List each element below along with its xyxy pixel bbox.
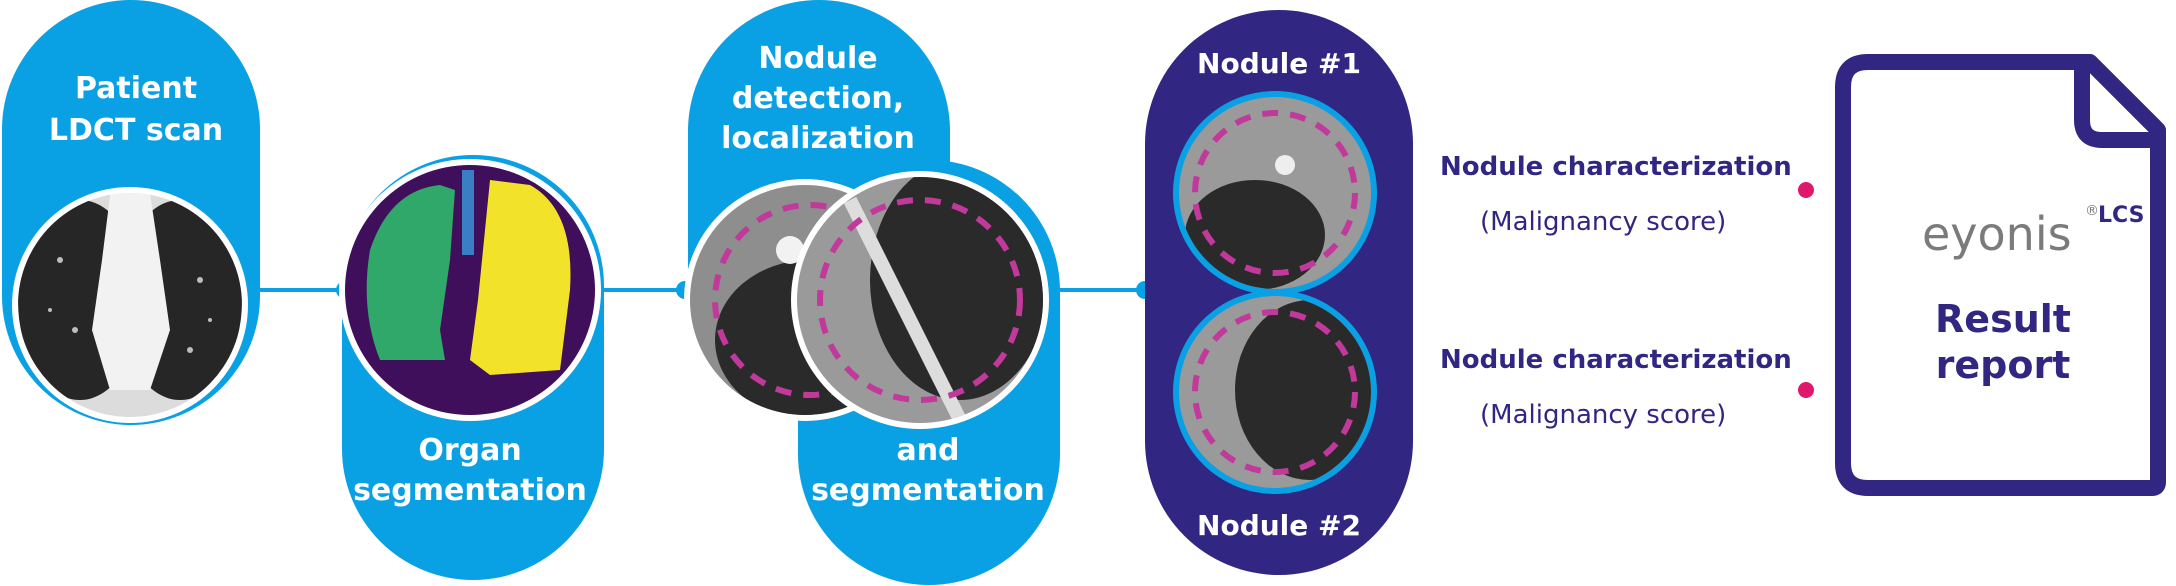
characterization-subtitle: (Malignancy score) <box>1480 400 1726 430</box>
nodule-1-label: Nodule #1 <box>1197 47 1361 80</box>
detection-label-line1: Nodule <box>758 41 877 76</box>
organ-label-line1: Organ <box>418 433 521 468</box>
step-patient-scan: Patient LDCT scan <box>2 0 260 425</box>
document-fold <box>2074 70 2150 148</box>
characterization-subtitle: (Malignancy score) <box>1480 207 1726 237</box>
detection-label-line3: localization <box>721 121 915 156</box>
nodule-1-image <box>1179 97 1371 289</box>
ct-scan-image <box>18 193 242 417</box>
step-nodule-detection: Nodule detection, localization and segme… <box>684 0 1060 585</box>
registered-mark: ® <box>2085 203 2099 219</box>
report-title-line2: report <box>1936 343 2071 387</box>
patient-label-line1: Patient <box>75 71 197 106</box>
detection-label-line2: detection, <box>732 81 904 116</box>
characterization-2: Nodule characterization (Malignancy scor… <box>1440 345 1814 430</box>
nodule-2-label: Nodule #2 <box>1197 509 1361 542</box>
organ-label-line2: segmentation <box>353 473 587 508</box>
characterization-dot <box>1798 182 1814 198</box>
document-icon <box>1835 54 2166 496</box>
result-report-document: eyonis ® LCS Result report <box>1835 54 2166 496</box>
detection-label-line4: and <box>896 433 959 468</box>
patient-label-line2: LDCT scan <box>49 113 223 148</box>
nodule-2-image <box>1179 296 1371 488</box>
segmentation-image <box>345 165 595 415</box>
characterization-dot <box>1798 382 1814 398</box>
brand-logo: eyonis <box>1922 207 2072 261</box>
detection-image-2 <box>797 177 1043 423</box>
characterization-1: Nodule characterization (Malignancy scor… <box>1440 152 1814 237</box>
detection-label-line5: segmentation <box>811 473 1045 508</box>
characterization-title: Nodule characterization <box>1440 152 1792 182</box>
product-name: LCS <box>2098 203 2144 228</box>
characterization-title: Nodule characterization <box>1440 345 1792 375</box>
step-nodules: Nodule #1 Nodule #2 <box>1145 10 1413 575</box>
step-organ-segmentation: Organ segmentation <box>339 155 604 580</box>
report-title-line1: Result <box>1935 297 2071 341</box>
